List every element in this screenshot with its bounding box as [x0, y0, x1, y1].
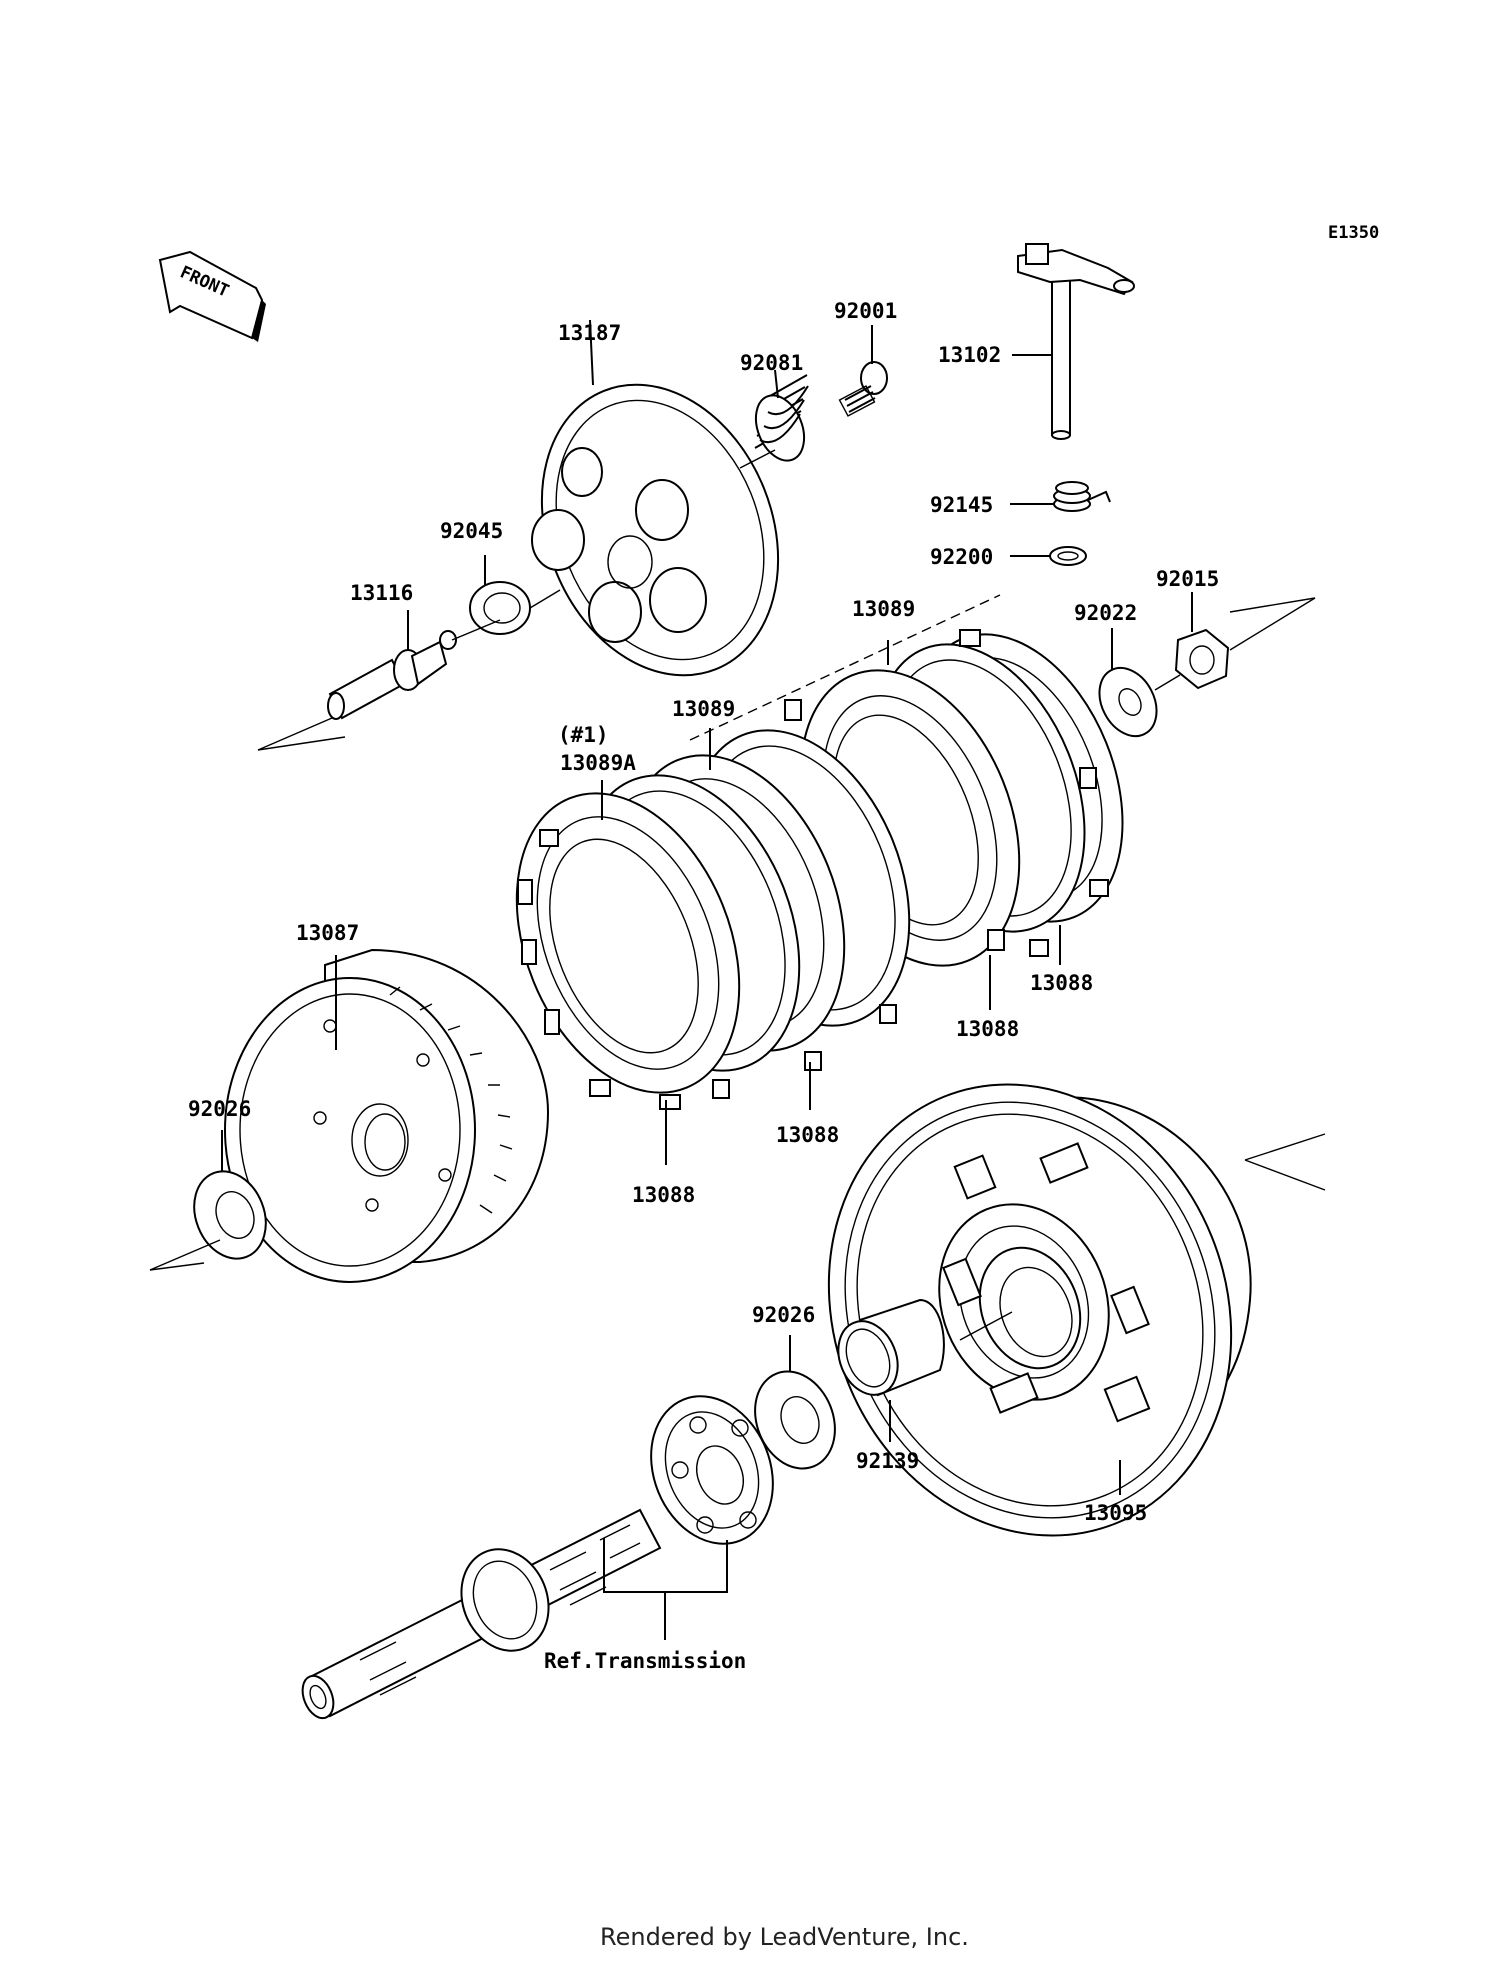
- front-arrow-icon: FRONT: [158, 250, 266, 342]
- spring-92145: [1053, 481, 1111, 512]
- ball-bearing: [650, 1395, 774, 1545]
- label-92145: 92145: [930, 493, 993, 517]
- label-13089-top: 13089: [852, 597, 915, 621]
- label-13102: 13102: [938, 343, 1001, 367]
- label-13087: 13087: [296, 921, 359, 945]
- label-13088-r: 13088: [1030, 971, 1093, 995]
- label-92026-left: 92026: [188, 1097, 251, 1121]
- label-13116: 13116: [350, 581, 413, 605]
- label-ref-transmission: Ref.Transmission: [544, 1649, 746, 1673]
- washer-92026-left: [193, 1170, 267, 1260]
- label-92026-right: 92026: [752, 1303, 815, 1327]
- washer-92026-right: [754, 1370, 836, 1470]
- washer-92200: [1049, 546, 1087, 566]
- transmission-shaft: [301, 1508, 662, 1720]
- nut-92015: [1174, 628, 1230, 690]
- label-13095: 13095: [1084, 1501, 1147, 1525]
- label-13089A: 13089A: [560, 751, 636, 775]
- clutch-hub-13087: [224, 948, 550, 1283]
- clutch-housing-13095: [827, 1083, 1252, 1537]
- note-label: (#1): [558, 723, 609, 747]
- label-92015: 92015: [1156, 567, 1219, 591]
- pressure-plate-13187: [531, 383, 780, 677]
- label-13187: 13187: [558, 321, 621, 345]
- release-lever-13102: [1017, 243, 1135, 440]
- label-13089-mid: 13089: [672, 697, 735, 721]
- push-rod-13116: [327, 630, 457, 720]
- label-92022: 92022: [1074, 601, 1137, 625]
- label-92081: 92081: [740, 351, 803, 375]
- clutch-plate-stack: [515, 594, 1124, 1110]
- bearing-92045: [469, 581, 531, 635]
- footer-credit: Rendered by LeadVenture, Inc.: [600, 1923, 969, 1951]
- washer-92022: [1098, 666, 1158, 738]
- label-13088-mr: 13088: [956, 1017, 1019, 1041]
- sleeve-92139: [837, 1298, 945, 1397]
- label-13088-l: 13088: [632, 1183, 695, 1207]
- diagram-code: E1350: [1328, 223, 1379, 243]
- label-92139: 92139: [856, 1449, 919, 1473]
- label-92045: 92045: [440, 519, 503, 543]
- label-92200: 92200: [930, 545, 993, 569]
- spring-92081: [754, 374, 809, 462]
- label-13088-m: 13088: [776, 1123, 839, 1147]
- label-92001: 92001: [834, 299, 897, 323]
- bolt-92001: [838, 361, 888, 417]
